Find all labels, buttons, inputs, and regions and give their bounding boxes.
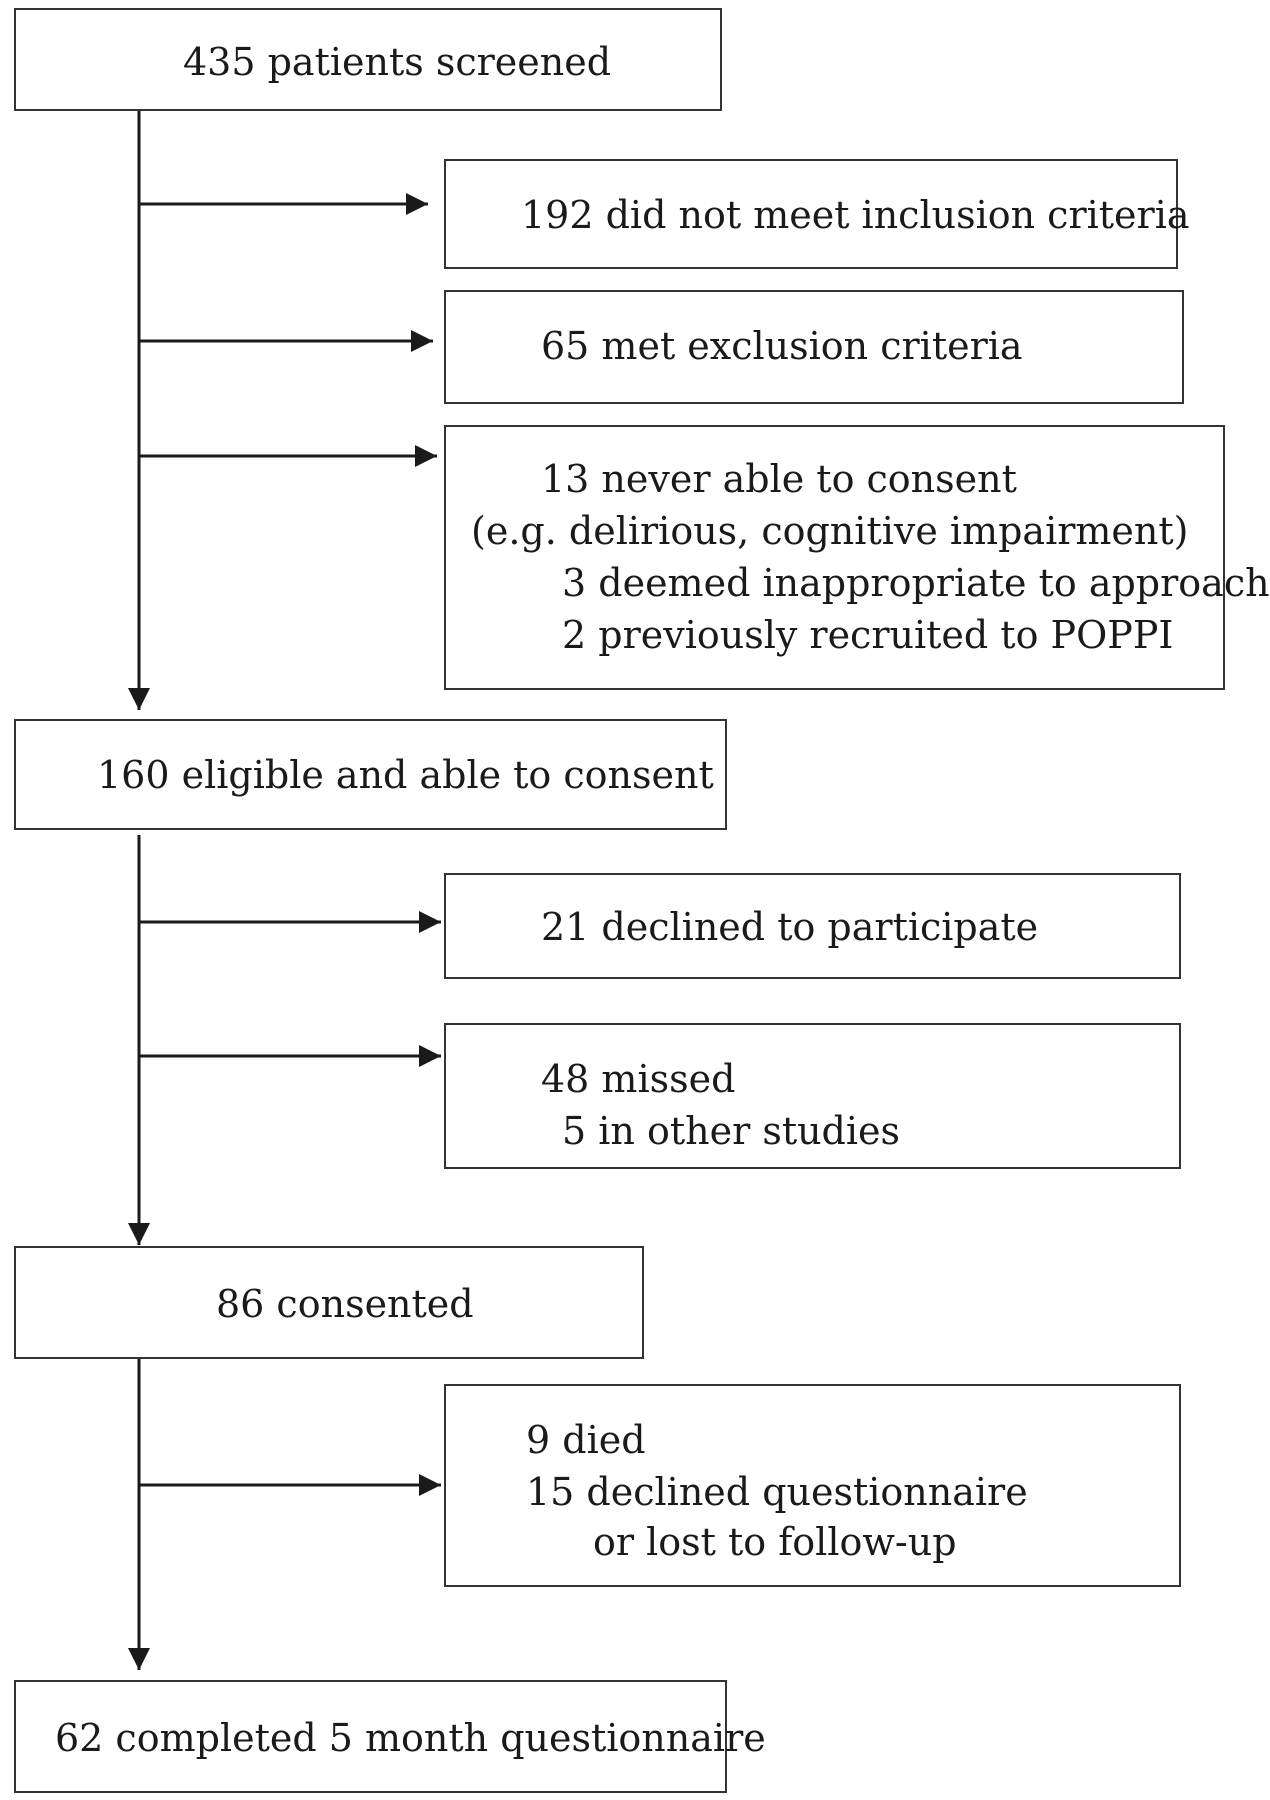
consented-box: 86 consented: [14, 1246, 644, 1359]
flow-connectors: [128, 110, 441, 1670]
inappropriate-text: 3 deemed inappropriate to approach: [562, 561, 1270, 605]
died-text: 9 died: [526, 1418, 646, 1462]
screened-text: 435 patients screened: [183, 40, 612, 84]
other-studies-text: 5 in other studies: [562, 1109, 901, 1153]
exclusion-criteria-box: 65 met exclusion criteria: [444, 290, 1184, 404]
died-lost-box: 9 died 15 declined questionnaire or lost…: [444, 1384, 1181, 1587]
inclusion-criteria-box: 192 did not meet inclusion criteria: [444, 159, 1190, 269]
declined-text: 21 declined to participate: [541, 905, 1039, 949]
missed-box: 48 missed 5 in other studies: [444, 1023, 1181, 1169]
missed-text: 48 missed: [541, 1057, 736, 1101]
completed-box: 62 completed 5 month questionnaire: [14, 1680, 766, 1793]
lost-follow-up-text: or lost to follow-up: [593, 1520, 957, 1564]
never-consent-text: 13 never able to consent: [541, 457, 1017, 501]
consent-issues-box: 13 never able to consent (e.g. delirious…: [444, 425, 1270, 690]
declined-box: 21 declined to participate: [444, 873, 1181, 979]
completed-text: 62 completed 5 month questionnaire: [55, 1716, 766, 1760]
screened-box: 435 patients screened: [14, 8, 722, 111]
exclusion-criteria-text: 65 met exclusion criteria: [541, 324, 1023, 368]
eligible-text: 160 eligible and able to consent: [97, 753, 714, 797]
eligible-box: 160 eligible and able to consent: [14, 719, 727, 830]
previously-recruited-text: 2 previously recruited to POPPI: [562, 613, 1174, 657]
consented-text: 86 consented: [216, 1282, 474, 1326]
example-text: (e.g. delirious, cognitive impairment): [471, 509, 1189, 553]
inclusion-criteria-text: 192 did not meet inclusion criteria: [521, 193, 1190, 237]
declined-questionnaire-text: 15 declined questionnaire: [526, 1470, 1028, 1514]
